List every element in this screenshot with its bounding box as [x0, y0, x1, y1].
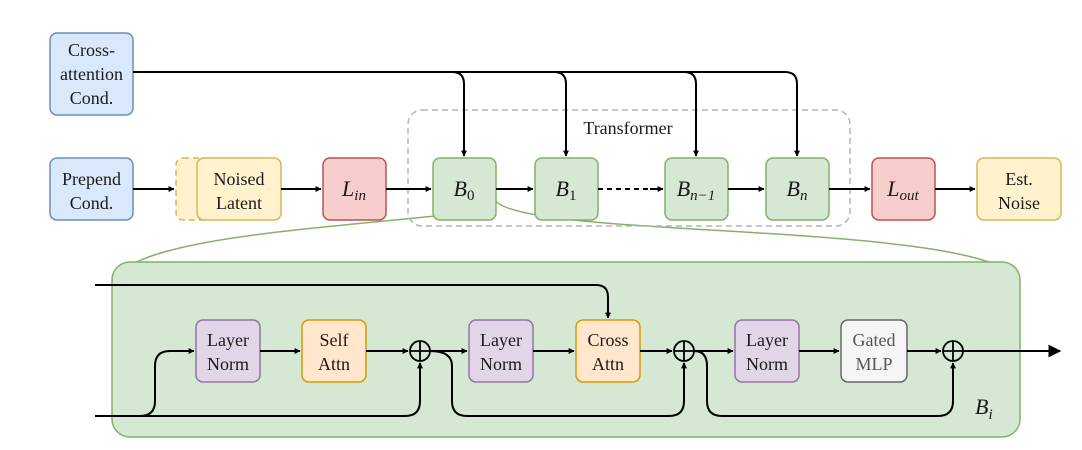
cross-attn-line2: Attn [592, 354, 624, 374]
svg-text:B1: B1 [556, 176, 577, 204]
block-bn: Bn [765, 157, 830, 221]
noised-latent-line1: Noised [214, 169, 265, 189]
prepend-cond-line2: Cond. [70, 193, 114, 213]
cross-attention-cond-box: Cross- attention Cond. [49, 32, 134, 116]
stage3-norm-line2: Norm [746, 354, 788, 374]
b0-sub: 0 [467, 188, 475, 204]
gated-mlp-box: Gated MLP [840, 319, 908, 383]
prepend-cond-box: Prepend Cond. [49, 157, 134, 221]
l-out-main: L [886, 176, 899, 201]
bn-main: B [787, 176, 800, 201]
l-out-sub: out [900, 188, 920, 204]
block-zoom-right-curve [494, 199, 1021, 283]
block-detail-label: Bi [975, 394, 993, 423]
bi-sub: i [988, 407, 992, 423]
svg-text:B0: B0 [454, 176, 475, 204]
cross-attention-routing [133, 71, 800, 157]
noised-latent-box: Noised Latent [196, 157, 282, 221]
cross-attn-line1: Cross [587, 330, 628, 350]
bn-minus-1-sub: n−1 [690, 188, 715, 204]
b1-sub: 1 [569, 188, 577, 204]
cross-attention-cond-line3: Cond. [70, 88, 114, 108]
bn-minus-1-main: B [677, 176, 690, 201]
cross-attention-cond-line2: attention [60, 64, 123, 84]
cross-attention-cond-line1: Cross- [68, 40, 115, 60]
block-bn-minus-1: Bn−1 [664, 157, 729, 221]
stage2-layer-norm: Layer Norm [468, 319, 534, 383]
stage2-norm-line1: Layer [480, 330, 522, 350]
cross-attn-box: Cross Attn [575, 319, 641, 383]
b1-main: B [556, 176, 569, 201]
block-b0: B0 [432, 157, 497, 221]
svg-text:Lout: Lout [886, 176, 919, 204]
stage1-layer-norm: Layer Norm [195, 319, 261, 383]
stage3-layer-norm: Layer Norm [734, 319, 800, 383]
sum-node-1 [409, 340, 431, 362]
sum-node-2 [673, 340, 695, 362]
est-noise-line2: Noise [998, 193, 1040, 213]
self-attn-box: Self Attn [301, 319, 367, 383]
svg-text:Bn: Bn [787, 176, 808, 204]
l-out-box: Lout [871, 157, 936, 221]
transformer-region [407, 109, 851, 227]
l-in-main: L [341, 176, 354, 201]
b0-main: B [454, 176, 467, 201]
svg-text:Bn−1: Bn−1 [677, 176, 716, 204]
block-detail-container [111, 261, 1021, 438]
stage1-norm-line2: Norm [207, 354, 249, 374]
self-attn-line2: Attn [318, 354, 350, 374]
svg-text:Lin: Lin [341, 176, 366, 204]
self-attn-line1: Self [320, 330, 349, 350]
stage3-norm-line1: Layer [746, 330, 788, 350]
est-noise-box: Est. Noise [976, 157, 1062, 221]
gated-mlp-line2: MLP [855, 354, 892, 374]
bi-main: B [975, 394, 988, 419]
sum-node-3 [942, 340, 964, 362]
block-detail-edges [95, 284, 1062, 417]
noised-latent-line2: Latent [216, 193, 262, 213]
l-in-box: Lin [322, 157, 387, 221]
est-noise-line1: Est. [1005, 169, 1033, 189]
l-in-sub: in [354, 188, 366, 204]
transformer-label: Transformer [583, 118, 672, 138]
gated-mlp-line1: Gated [853, 330, 896, 350]
stage1-norm-line1: Layer [207, 330, 249, 350]
stage2-norm-line2: Norm [480, 354, 522, 374]
block-b1: B1 [534, 157, 599, 221]
prepend-cond-line1: Prepend [62, 169, 121, 189]
bn-sub: n [800, 188, 808, 204]
